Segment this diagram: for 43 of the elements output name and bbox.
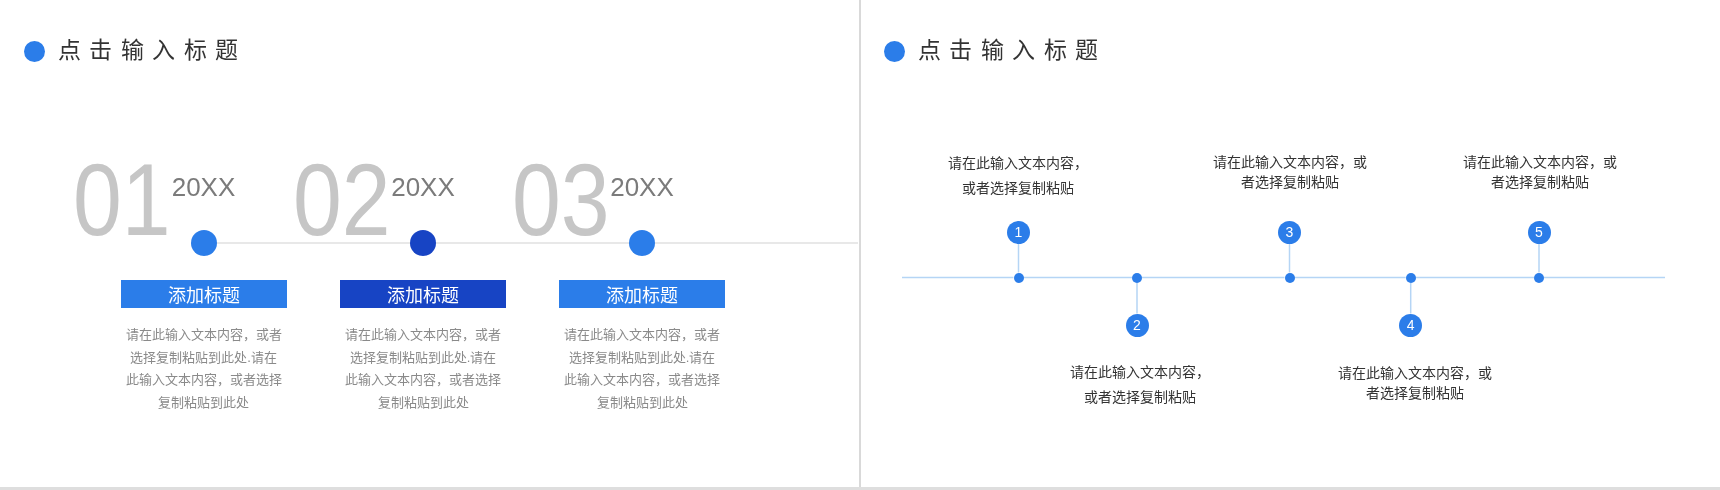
step-number: 02 bbox=[292, 161, 390, 239]
timeline-dot bbox=[1013, 272, 1024, 283]
stem-line bbox=[1136, 281, 1138, 315]
description-text: 请在此输入文本内容，或者选择复制粘贴 bbox=[1461, 153, 1618, 192]
timeline-circle bbox=[629, 230, 655, 256]
description-text: 请在此输入文本内容，或者选择复制粘贴到此处.请在此输入文本内容，或者选择复制粘贴到此处 bbox=[344, 326, 502, 412]
timeline-circle bbox=[190, 230, 217, 256]
slide-title: 点击输入标题 bbox=[917, 36, 1107, 65]
stem-line bbox=[1538, 242, 1540, 274]
step-number: 03 bbox=[511, 161, 609, 239]
number-circle: 1 bbox=[1007, 220, 1030, 244]
year-label: 20XX bbox=[171, 171, 236, 202]
description-text: 请在此输入文本内容，或者选择复制粘贴到此处.请在此输入文本内容，或者选择复制粘贴到此处 bbox=[124, 326, 283, 412]
number-circle: 4 bbox=[1399, 313, 1423, 337]
timeline-line bbox=[1414, 276, 1535, 279]
stem-line bbox=[1288, 242, 1291, 274]
timeline-dot bbox=[1405, 272, 1416, 283]
timeline-dot bbox=[1132, 272, 1142, 283]
number-circle: 5 bbox=[1527, 220, 1551, 244]
title-bar: 添加标题 bbox=[340, 280, 506, 308]
timeline-line bbox=[1141, 276, 1286, 279]
number-circle: 2 bbox=[1125, 313, 1149, 337]
description-text: 请在此输入文本内容，或者选择复制粘贴 bbox=[1069, 362, 1211, 408]
slide-title: 点击输入标题 bbox=[57, 36, 247, 65]
timeline-line bbox=[901, 276, 1015, 279]
title-bar: 添加标题 bbox=[120, 280, 287, 308]
description-text: 请在此输入文本内容，或者选择复制粘贴 bbox=[1212, 153, 1368, 192]
timeline-circle bbox=[410, 230, 436, 256]
description-text: 请在此输入文本内容，或者选择复制粘贴 bbox=[1337, 363, 1493, 403]
description-text: 请在此输入文本内容，或者选择复制粘贴到此处.请在此输入文本内容，或者选择复制粘贴到此处 bbox=[563, 326, 721, 412]
number-circle: 3 bbox=[1278, 220, 1301, 244]
timeline-dot bbox=[1534, 272, 1544, 283]
stem-line bbox=[1409, 281, 1412, 315]
timeline-line bbox=[1293, 276, 1407, 279]
title-bar: 添加标题 bbox=[559, 280, 725, 308]
year-label: 20XX bbox=[610, 171, 674, 202]
timeline-dot bbox=[1284, 272, 1295, 283]
step-number: 01 bbox=[72, 161, 171, 239]
year-label: 20XX bbox=[391, 171, 455, 202]
timeline-line bbox=[1022, 276, 1133, 279]
stem-line bbox=[1017, 242, 1020, 274]
description-text: 请在此输入文本内容，或者选择复制粘贴 bbox=[947, 154, 1089, 198]
timeline-line bbox=[1543, 276, 1666, 279]
